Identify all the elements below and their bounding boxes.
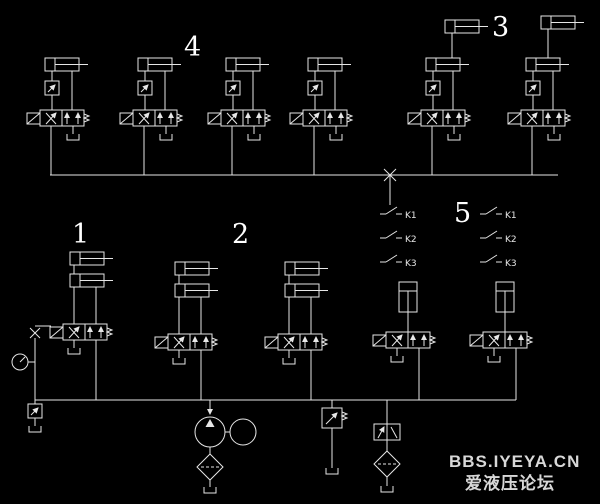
relay-label-k1: K1 xyxy=(405,211,417,221)
relay-contact-icon xyxy=(479,206,503,215)
tank-icon xyxy=(28,425,42,433)
tank-icon xyxy=(380,485,394,493)
filter-icon xyxy=(196,453,224,481)
relay-label-k3: K3 xyxy=(405,259,417,269)
relay-contact-icon xyxy=(379,254,403,263)
group-4-stations xyxy=(27,58,352,175)
labels: 1 2 3 4 5 K1 K2 K3 K1 K2 K3 xyxy=(72,12,517,269)
valve-station xyxy=(508,58,570,142)
power-unit xyxy=(194,400,257,494)
group-label-2: 2 xyxy=(232,219,249,250)
top-manifold xyxy=(50,168,558,205)
gauge-branch xyxy=(11,325,51,433)
group-3-stations xyxy=(408,15,585,175)
relay-contact-icon xyxy=(479,230,503,239)
watermark-site: BBS.IYEYA.CN xyxy=(449,452,580,471)
watermark: BBS.IYEYA.CN 爱液压论坛 xyxy=(449,452,580,493)
valve-station xyxy=(27,58,89,142)
valve-station xyxy=(373,282,435,364)
relay-contact-icon xyxy=(479,254,503,263)
relief-valve-branch xyxy=(321,400,349,475)
group-2-stations xyxy=(155,262,328,400)
pump-icon xyxy=(194,416,226,448)
group-label-1: 1 xyxy=(72,219,89,250)
tank-icon xyxy=(325,467,339,475)
cylinder xyxy=(444,19,489,34)
return-filter-branch xyxy=(373,400,401,493)
relay-contact-icon xyxy=(379,230,403,239)
watermark-forum-name: 爱液压论坛 xyxy=(465,473,555,493)
relay-label-k2: K2 xyxy=(505,235,517,245)
valve-station xyxy=(155,262,218,366)
valve-station xyxy=(470,282,532,364)
valve-station xyxy=(265,262,328,366)
relay-label-k1: K1 xyxy=(505,211,517,221)
relay-contact-icon xyxy=(379,206,403,215)
group-1-station xyxy=(50,252,113,400)
tank-icon xyxy=(203,486,217,494)
valve-station xyxy=(408,58,470,142)
relay-label-k3: K3 xyxy=(505,259,517,269)
filter-icon xyxy=(373,450,401,478)
cylinder xyxy=(540,15,585,30)
motor-icon xyxy=(229,418,257,446)
valve-station xyxy=(50,252,113,356)
valve-station xyxy=(208,58,270,142)
pressure-gauge xyxy=(11,353,29,371)
group-label-3: 3 xyxy=(492,12,509,43)
schematic-linework xyxy=(11,15,585,494)
group-label-4: 4 xyxy=(184,32,201,63)
valve-station xyxy=(120,58,182,142)
group-5-stations xyxy=(373,206,532,400)
valve-station xyxy=(290,58,352,142)
group-label-5: 5 xyxy=(454,198,471,229)
relay-label-k2: K2 xyxy=(405,235,417,245)
